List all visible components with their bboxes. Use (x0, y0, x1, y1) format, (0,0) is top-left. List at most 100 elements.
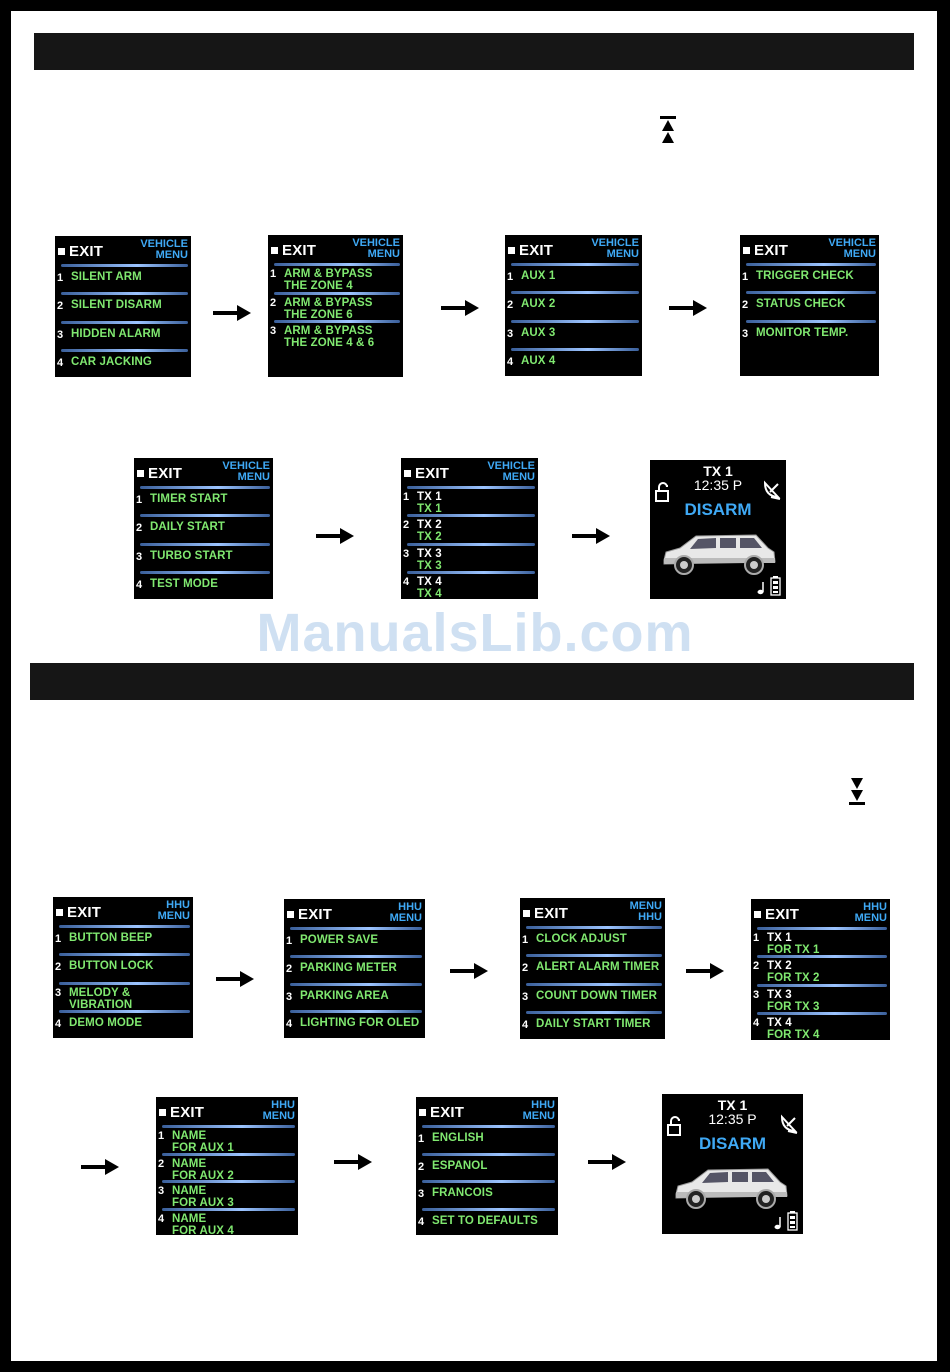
menu-item-label: ALERT ALARM TIMER (536, 961, 659, 973)
menu-item-number: 3 (136, 550, 143, 563)
menu-item-number: 3 (753, 988, 760, 1001)
exit-label[interactable]: EXIT (754, 242, 789, 259)
menu-divider (290, 1010, 422, 1014)
menu-item[interactable]: 3 TURBO START (134, 542, 273, 571)
menu-item-number: 4 (753, 1016, 760, 1029)
exit-bullet-icon (159, 1109, 166, 1116)
menu-item[interactable]: 2 ESPANOL (416, 1152, 558, 1181)
exit-bullet-icon (58, 248, 65, 255)
menu-divider (59, 953, 190, 957)
arrow-right-icon (81, 1159, 119, 1175)
menu-item-line-1: ESPANOL (432, 1159, 488, 1172)
menu-item[interactable]: 2 ALERT ALARM TIMER (520, 954, 665, 982)
exit-label[interactable]: EXIT (67, 904, 102, 921)
menu-item-label: POWER SAVE (300, 934, 378, 946)
exit-label[interactable]: EXIT (430, 1104, 465, 1121)
menu-item-number: 3 (57, 328, 64, 341)
menu-divider (290, 954, 422, 958)
menu-divider (746, 319, 876, 323)
menu-item-line-2: FOR AUX 4 (172, 1224, 234, 1236)
menu-item-line-1: TX 3 (417, 547, 442, 560)
exit-label[interactable]: EXIT (415, 465, 450, 482)
menu-tag: VEHICLE MENU (487, 460, 535, 483)
menu-item-line-1: CAR JACKING (71, 355, 152, 368)
exit-label[interactable]: EXIT (282, 242, 317, 259)
menu-item-number: 2 (522, 962, 529, 975)
menu-item-line-1: TX 1 (417, 491, 442, 503)
menu-item-number: 2 (403, 519, 410, 532)
menu-item-number: 1 (286, 935, 293, 947)
exit-label[interactable]: EXIT (298, 906, 333, 923)
menu-item-label: ENGLISH (432, 1132, 484, 1144)
menu-divider (422, 1180, 555, 1183)
menu-item-label: PARKING METER (300, 962, 397, 974)
menu-divider (140, 486, 270, 489)
exit-label[interactable]: EXIT (170, 1104, 205, 1121)
exit-label[interactable]: EXIT (148, 465, 183, 482)
exit-label[interactable]: EXIT (69, 243, 104, 260)
exit-label[interactable]: EXIT (519, 242, 554, 259)
tx-label: TX 1 (703, 463, 733, 479)
arrow-right-icon (334, 1154, 372, 1170)
menu-item-number: 3 (55, 986, 62, 999)
menu-item-line-1: TURBO START (150, 549, 233, 562)
menu-divider (140, 514, 270, 518)
menu-item[interactable]: 1 POWER SAVE (284, 927, 425, 955)
scroll-up-icon (660, 116, 676, 143)
exit-label[interactable]: EXIT (765, 906, 800, 923)
menu-item-line-1: DAILY START (150, 521, 226, 534)
exit-bullet-icon (419, 1109, 426, 1116)
exit-label[interactable]: EXIT (534, 905, 569, 922)
menu-divider (757, 1011, 887, 1015)
menu-item-number: 2 (418, 1160, 425, 1173)
menu-divider (162, 1125, 295, 1128)
